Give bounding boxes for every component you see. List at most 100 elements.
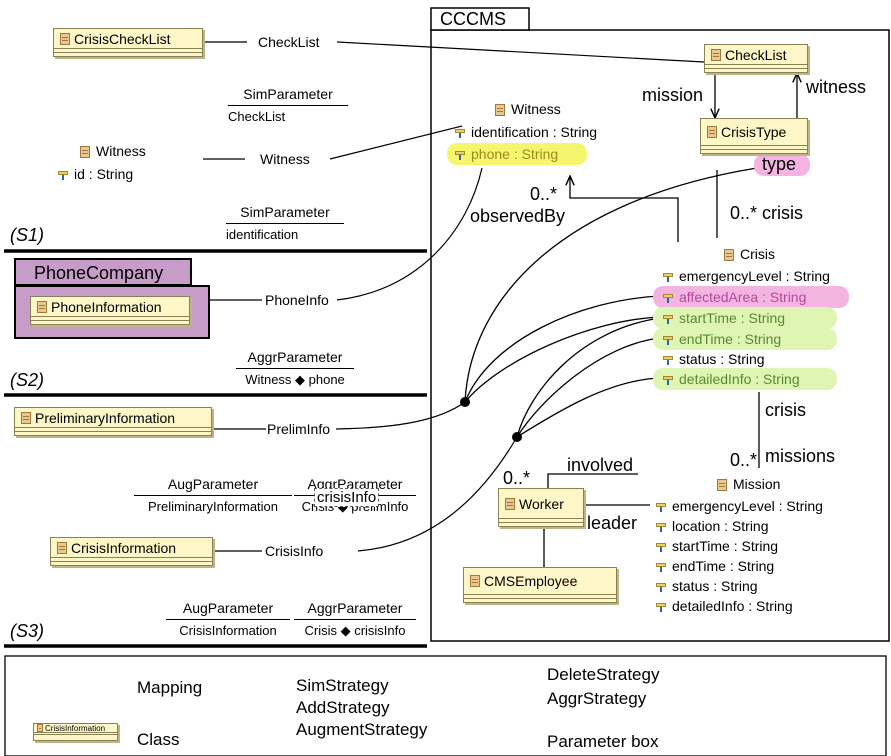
crisis-attr-affectedarea: affectedArea : String <box>663 290 806 304</box>
assoc-label-observedby: observedBy <box>470 206 566 226</box>
section-label-s2: (S2) <box>10 370 45 390</box>
param-value: Crisis ◆ crisisInfo <box>304 623 406 638</box>
class-name: CrisisType <box>721 124 787 140</box>
left-witness-attr: id : String <box>58 167 133 181</box>
class-name: Worker <box>519 495 564 512</box>
class-name: CheckList <box>725 46 787 63</box>
left-witness-name: Witness <box>80 144 146 159</box>
class-icon <box>707 126 717 138</box>
mission-attr-status: status : String <box>656 579 758 593</box>
aggr-node-2 <box>512 432 522 442</box>
attribute-icon <box>455 128 466 139</box>
class-icon <box>21 411 31 424</box>
class-icon <box>711 48 721 61</box>
attribute-icon <box>656 522 667 533</box>
mapping-label-checklist: CheckList <box>258 34 320 50</box>
aggr-fan-start <box>464 316 661 403</box>
class-icon <box>470 575 480 587</box>
model-mission-name: Mission <box>717 477 780 492</box>
param-value: CheckList <box>228 109 286 124</box>
class-name: CrisisInformation <box>71 539 177 556</box>
legend-class-sample: CrisisInformation <box>33 723 118 741</box>
mapping-label-phoneinfo: PhoneInfo <box>265 292 329 308</box>
attribute-icon <box>656 582 667 593</box>
assoc-label-involved: involved <box>567 455 634 475</box>
class-icon <box>60 32 70 45</box>
param-value: CrisisInformation <box>179 623 277 638</box>
mission-attr-location: location : String <box>656 519 769 533</box>
phone-company-box[interactable]: PhoneCompany <box>14 258 192 286</box>
attribute-icon <box>663 314 674 325</box>
param-box-aug-crisisinfo: AugParameter CrisisInformation <box>166 600 290 638</box>
param-box-aggr-witness-phone: AggrParameter Witness ◆ phone <box>236 349 354 388</box>
package-title: CCCMS <box>440 9 506 29</box>
class-icon <box>724 249 734 262</box>
mapping-phoneinfo-curve <box>336 167 483 301</box>
assoc-label-involved-mult: 0..* <box>503 468 531 488</box>
package-tab <box>430 7 530 31</box>
param-value: identification <box>226 227 299 242</box>
highlight-starttime <box>653 307 837 329</box>
class-checklist[interactable]: CheckList <box>704 44 808 73</box>
crisis-attr-emergencylevel: emergencyLevel : String <box>663 269 830 283</box>
class-phoneinformation[interactable]: PhoneInformation <box>30 296 190 325</box>
assoc-worker-involved <box>547 473 638 488</box>
aggr-fan-type <box>464 167 758 403</box>
legend-mapping: Mapping <box>137 678 203 697</box>
model-crisis-name: Crisis <box>724 247 775 262</box>
class-name: PhoneInformation <box>51 298 162 315</box>
param-type: AugParameter <box>166 600 290 620</box>
attribute-icon <box>663 355 674 366</box>
mission-attr-detailedinfo: detailedInfo : String <box>656 599 793 613</box>
package-frame <box>430 29 890 642</box>
param-type: AggrParameter <box>236 349 354 369</box>
assoc-label-crisis-mult: 0..* crisis <box>730 203 804 223</box>
param-value: Witness ◆ phone <box>245 372 345 387</box>
param-box-aug-preliminary: AugParameter PreliminaryInformation <box>134 476 292 514</box>
param-type: SimParameter <box>226 204 344 224</box>
mapping-label-crisisinfo: CrisisInfo <box>265 543 324 559</box>
legend-frame <box>4 655 887 756</box>
mapping-crisisinfo-curve <box>357 436 518 552</box>
phone-company-label: PhoneCompany <box>34 263 164 283</box>
legend-add: AddStrategy <box>296 698 390 717</box>
section-label-s3: (S3) <box>10 621 45 641</box>
attribute-icon <box>656 562 667 573</box>
aggr-fan-affected <box>464 295 661 403</box>
class-icon <box>37 300 47 313</box>
aggr-fan-detail <box>516 377 661 438</box>
class-icon <box>495 104 505 117</box>
class-worker[interactable]: Worker <box>498 488 584 527</box>
model-witness-attr-phone: phone : String <box>455 147 558 161</box>
assoc-label-type: type <box>762 154 797 174</box>
legend-param-box: Parameter box <box>547 732 659 751</box>
mission-attr-emergencylevel: emergencyLevel : String <box>656 499 823 513</box>
assoc-label-mission: mission <box>642 85 704 105</box>
class-preliminaryinformation[interactable]: PreliminaryInformation <box>14 407 212 436</box>
crisis-attr-status: status : String <box>663 352 765 366</box>
model-witness-attr-identification: identification : String <box>455 125 597 139</box>
legend-aggr: AggrStrategy <box>547 689 647 708</box>
assoc-label-crisis-role: crisis <box>765 400 806 420</box>
mission-attr-starttime: startTime : String <box>656 539 778 553</box>
legend-class: Class <box>137 730 180 749</box>
mapping-prelim-curve <box>335 401 466 430</box>
class-cmsemployee[interactable]: CMSEmployee <box>463 567 617 603</box>
class-crisisinformation[interactable]: CrisisInformation <box>50 537 213 566</box>
assoc-label-missions-mult: 0..* <box>730 450 758 470</box>
crisis-attr-starttime: startTime : String <box>663 311 785 325</box>
aggr-node-1 <box>460 397 470 407</box>
param-overlay-crisisinfo: crisisInfo <box>314 488 380 507</box>
class-name: CrisisInformation <box>45 723 106 733</box>
assoc-label-leader: leader <box>587 513 638 533</box>
assoc-crisis-witness <box>570 176 679 242</box>
attribute-icon <box>58 170 69 181</box>
class-crisistype[interactable]: CrisisType <box>700 118 808 154</box>
class-crisischecklist[interactable]: CrisisCheckList <box>53 28 203 57</box>
attribute-icon <box>663 293 674 304</box>
param-type: SimParameter <box>228 86 348 106</box>
mapping-checklist-line-2 <box>336 41 705 63</box>
class-icon <box>80 146 90 159</box>
class-icon <box>37 724 43 732</box>
